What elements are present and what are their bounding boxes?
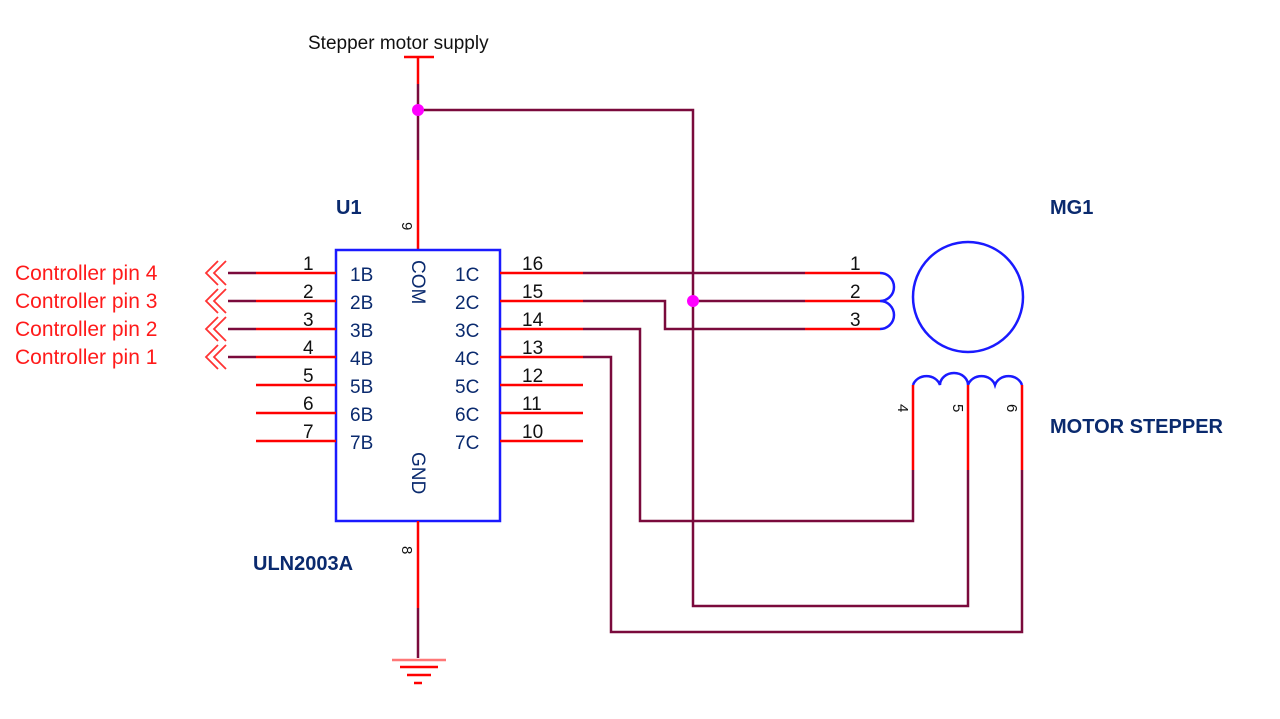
ic-left-pin-name: 1B	[350, 265, 373, 286]
motor-ref: MG1	[1050, 197, 1093, 219]
ic-part: ULN2003A	[253, 553, 353, 575]
ic-left-pin-name: 2B	[350, 293, 373, 314]
motor-part: MOTOR STEPPER	[1050, 416, 1224, 438]
controller-connectors: Controller pin 4 Controller pin 3 Controll…	[15, 260, 256, 370]
motor-pin-6: 6	[1003, 404, 1020, 412]
ic-left-pin-name: 5B	[350, 377, 373, 398]
ic-right-pin-name: 3C	[455, 321, 479, 342]
connector-chevron-icon	[204, 316, 219, 342]
ic-right-pin-number: 13	[522, 338, 543, 359]
common-wire	[418, 108, 970, 608]
ic-right-pin-number: 10	[522, 422, 543, 443]
controller-label: Controller pin 3	[15, 290, 157, 313]
com-pin-number: 9	[398, 222, 415, 230]
ic-left-pin-name: 4B	[350, 349, 373, 370]
motor-pin-4: 4	[894, 404, 911, 412]
motor-bottom-coil-icon	[911, 371, 1024, 390]
ic-right-pin-number: 12	[522, 366, 543, 387]
connector-chevron-icon	[212, 288, 227, 314]
controller-label: Controller pin 2	[15, 318, 157, 341]
ic-left-pin-number: 2	[303, 282, 314, 303]
ic-right-pin-name: 2C	[455, 293, 479, 314]
junction-common	[687, 295, 699, 307]
connector-chevron-icon	[212, 260, 227, 286]
ic-ref: U1	[336, 197, 362, 219]
wire-out4	[583, 355, 1024, 634]
ic-right-pins: 16 1C 15 2C 14 3C 13 4C 12 5C 11 6C 10 7C	[455, 254, 583, 454]
motor-pin-1: 1	[850, 254, 861, 275]
ic-right-pin-number: 14	[522, 310, 544, 331]
controller-label: Controller pin 4	[15, 262, 158, 285]
controller-label: Controller pin 1	[15, 346, 157, 369]
com-label: COM	[407, 260, 428, 304]
motor-side-coil-icon	[879, 271, 896, 331]
supply-label: Stepper motor supply	[308, 33, 489, 54]
ic-left-pin-name: 3B	[350, 321, 373, 342]
ic-right-pin-name: 1C	[455, 265, 479, 286]
ic-left-pin-number: 4	[303, 338, 314, 359]
connector-chevron-icon	[204, 344, 219, 370]
gnd-label: GND	[407, 452, 428, 494]
ic-left-pin-number: 7	[303, 422, 314, 443]
ic-right-pin-name: 4C	[455, 349, 479, 370]
ic-right-pin-number: 15	[522, 282, 543, 303]
motor-rotor-icon	[911, 240, 1025, 354]
ic-left-pin-number: 5	[303, 366, 314, 387]
connector-chevron-icon	[204, 260, 219, 286]
ic-left-pins: 1 1B 2 2B 3 3B 4 4B 5 5B 6 6B 7 7B	[256, 254, 373, 454]
junction-supply	[412, 104, 424, 116]
connector-chevron-icon	[204, 288, 219, 314]
ic-right-pin-name: 5C	[455, 377, 479, 398]
connector-chevron-icon	[212, 344, 227, 370]
connector-chevron-icon	[212, 316, 227, 342]
motor-pin-2: 2	[850, 282, 861, 303]
ic-left-pin-number: 1	[303, 254, 314, 275]
motor-pin-5: 5	[949, 404, 966, 412]
ic-right-pin-number: 16	[522, 254, 543, 275]
wire-out3	[583, 327, 915, 523]
ic-right-pin-name: 7C	[455, 433, 479, 454]
motor-pin-3: 3	[850, 310, 861, 331]
ic-left-pin-name: 6B	[350, 405, 373, 426]
wire-out2	[583, 299, 805, 331]
ic-left-pin-number: 3	[303, 310, 314, 331]
ic-right-pin-name: 6C	[455, 405, 479, 426]
ground-icon	[392, 658, 446, 685]
gnd-pin-number: 8	[398, 546, 415, 554]
ic-right-pin-number: 11	[522, 394, 542, 415]
ic-left-pin-number: 6	[303, 394, 314, 415]
ic-left-pin-name: 7B	[350, 433, 373, 454]
